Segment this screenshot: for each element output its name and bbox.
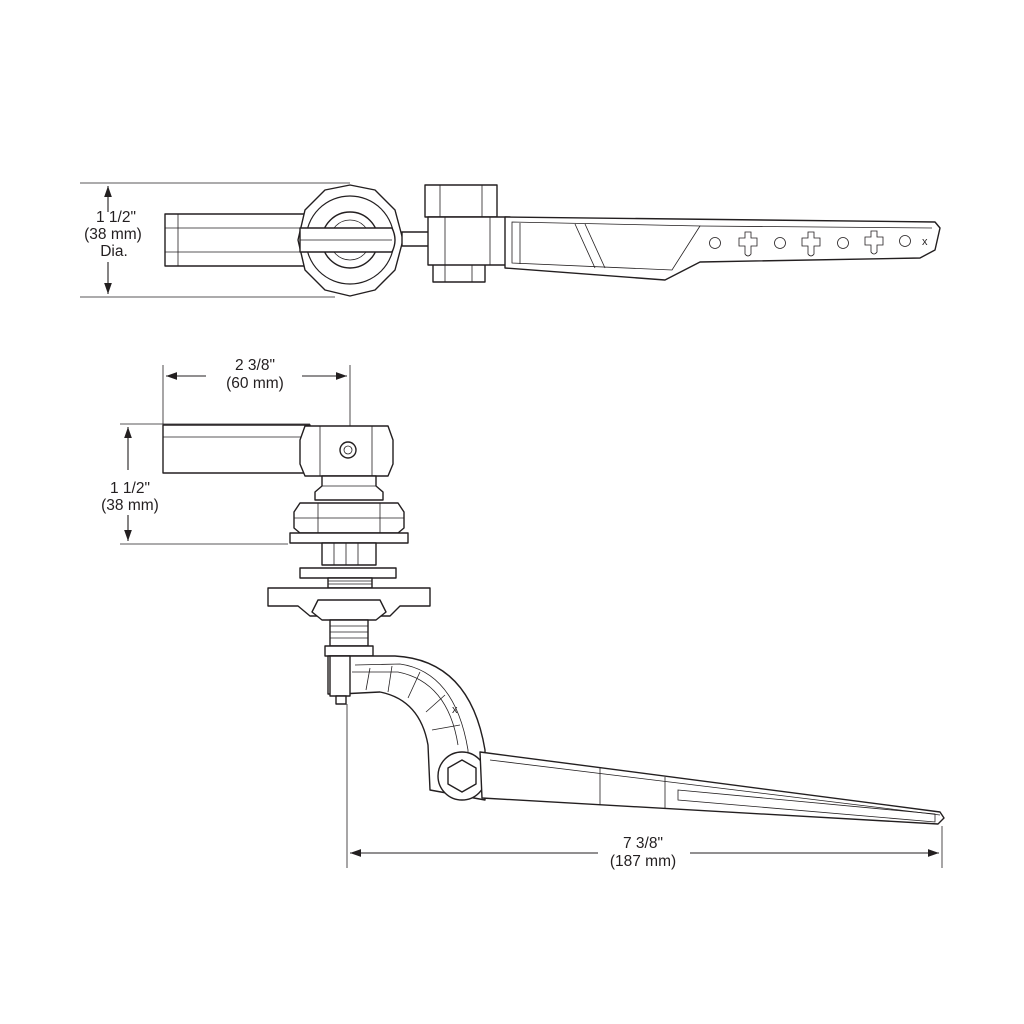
height-dim-inches: 1 1/2" xyxy=(110,480,150,497)
length-dim-mm: (187 mm) xyxy=(610,853,676,870)
width-dim-inches: 2 3/8" xyxy=(235,357,275,374)
length-dimension: 7 3/8" (187 mm) xyxy=(346,704,943,870)
height-dimension: 1 1/2" (38 mm) xyxy=(101,427,159,541)
arm-mark-x: x xyxy=(922,236,928,248)
width-dimension: 2 3/8" (60 mm) xyxy=(166,357,347,392)
diameter-dim-mm: (38 mm) xyxy=(84,226,142,243)
diameter-dim-label: Dia. xyxy=(100,243,128,260)
height-dim-mm: (38 mm) xyxy=(101,497,159,514)
diameter-dimension: 1 1/2" (38 mm) Dia. xyxy=(84,186,142,294)
length-dim-inches: 7 3/8" xyxy=(623,835,663,852)
arm-mark-x-front: x xyxy=(452,704,458,716)
front-view-assembly: x xyxy=(120,365,945,825)
width-dim-mm: (60 mm) xyxy=(226,375,284,392)
top-view-assembly: x xyxy=(80,182,941,298)
diameter-dim-inches: 1 1/2" xyxy=(96,209,136,226)
